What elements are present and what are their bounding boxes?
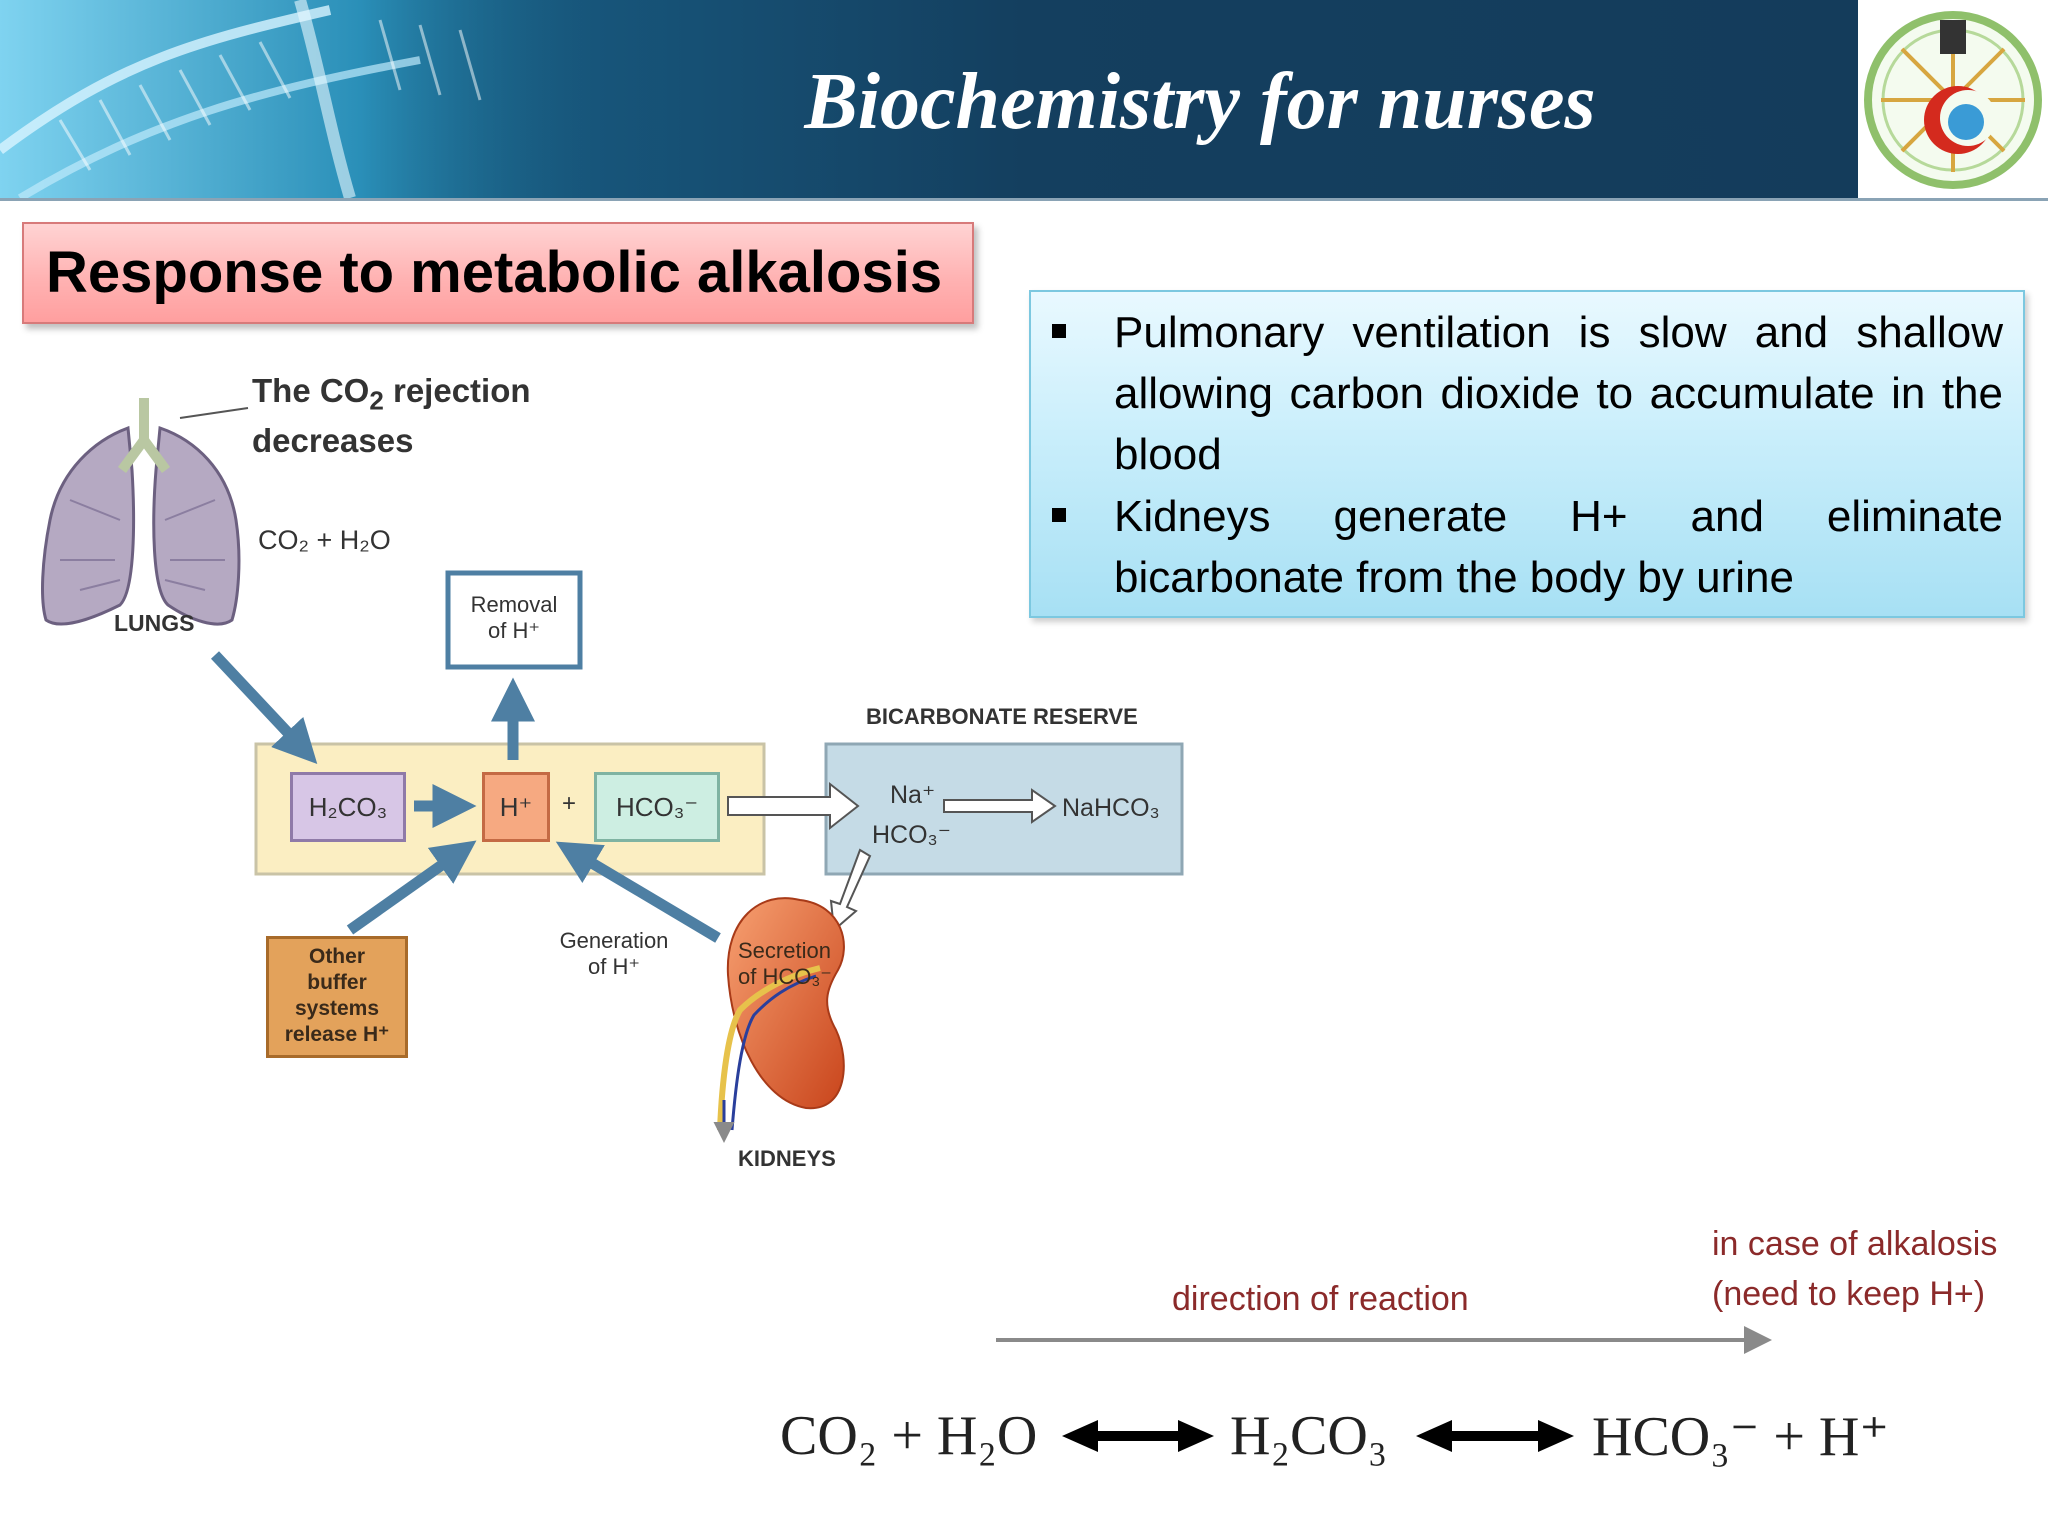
buffer-line: systems — [294, 997, 380, 1020]
co2-note-part: The CO — [252, 372, 370, 409]
equation-right: HCO₃⁻ + H⁺ — [1592, 1406, 1889, 1468]
dna-helix-graphic — [0, 0, 600, 198]
bullet-marker — [1052, 324, 1066, 338]
bullet-box — [1029, 290, 2025, 618]
acid-to-reserve-arrow — [727, 781, 860, 831]
generation-label: Generation of H⁺ — [552, 928, 676, 980]
buffer-to-h-arrow — [346, 840, 477, 935]
slide-title: Response to metabolic alkalosis — [46, 240, 943, 305]
co2-note-subscript: 2 — [369, 385, 384, 416]
equation-left: CO₂ + H₂O — [780, 1405, 1038, 1467]
removal-box — [445, 570, 583, 670]
lungs-to-acid-arrow — [210, 651, 318, 765]
removal-line: Removal — [470, 592, 558, 617]
bullet-item: Pulmonary ventilation is slow and shallo… — [1114, 308, 2003, 479]
co2-note-part: rejection — [383, 372, 531, 409]
na-label: Na⁺ — [890, 781, 936, 809]
course-title: Biochemistry for nurses — [804, 58, 1596, 146]
co2-h2o-label: CO₂ + H₂O — [258, 525, 391, 555]
header-banner: Biochemistry for nurses — [0, 0, 1858, 198]
alkalosis-note-line2: (need to keep H+) — [1712, 1275, 1986, 1313]
slide-title-box — [22, 222, 974, 324]
bullet-marker — [1052, 508, 1066, 522]
kidneys-label: KIDNEYS — [738, 1146, 836, 1171]
nahco3-label: NaHCO₃ — [1062, 794, 1160, 822]
removal-line: of H⁺ — [488, 618, 540, 643]
alkalosis-note-line1: in case of alkalosis — [1712, 1225, 1998, 1263]
na-to-nahco3-arrow — [943, 788, 1057, 824]
generation-line: of H⁺ — [588, 954, 640, 979]
h-ion-box: H⁺ — [482, 772, 550, 842]
equation-middle: H₂CO₃ — [1230, 1405, 1388, 1467]
equilibrium-arrow-1 — [1062, 1420, 1214, 1452]
logo-container — [1858, 0, 2048, 198]
buffer-line: release H⁺ — [284, 1023, 390, 1046]
equilibrium-arrow-2 — [1416, 1420, 1574, 1452]
bicarbonate-reserve-label: BICARBONATE RESERVE — [866, 704, 1138, 729]
lungs-label: LUNGS — [114, 610, 195, 636]
hco3-box: HCO₃⁻ — [594, 772, 720, 842]
direction-of-reaction-label: direction of reaction — [1172, 1280, 1469, 1318]
other-buffer-label: Other buffer systems release H⁺ — [266, 944, 408, 1048]
faculty-logo-icon — [1864, 11, 2042, 189]
co2-rejection-note: The CO2 rejection — [252, 372, 531, 417]
removal-label: Removal of H⁺ — [448, 592, 580, 644]
other-buffer-box — [266, 936, 408, 1058]
hco3-reserve-label: HCO₃⁻ — [872, 821, 951, 849]
kidney-icon — [713, 897, 845, 1143]
lungs-leader-line — [179, 407, 249, 419]
co2-rejection-note-line2: decreases — [252, 422, 414, 459]
h2co3-box: H₂CO₃ — [290, 772, 406, 842]
kidney-to-h-arrow — [555, 841, 721, 943]
secretion-line: Secretion — [738, 938, 831, 963]
header-divider — [0, 198, 2048, 201]
plus-sign: + — [562, 790, 577, 817]
bullet-item: Kidneys generate H+ and eliminate bicarb… — [1114, 492, 2003, 602]
generation-line: Generation — [559, 928, 669, 953]
secretion-line: of HCO₃⁻ — [738, 964, 832, 989]
buffer-line: buffer — [307, 971, 367, 994]
buffer-line: Other — [308, 945, 365, 968]
secretion-label: Secretion of HCO₃⁻ — [738, 938, 832, 990]
reserve-to-kidney-arrow — [829, 848, 872, 933]
lungs-icon — [41, 398, 241, 626]
